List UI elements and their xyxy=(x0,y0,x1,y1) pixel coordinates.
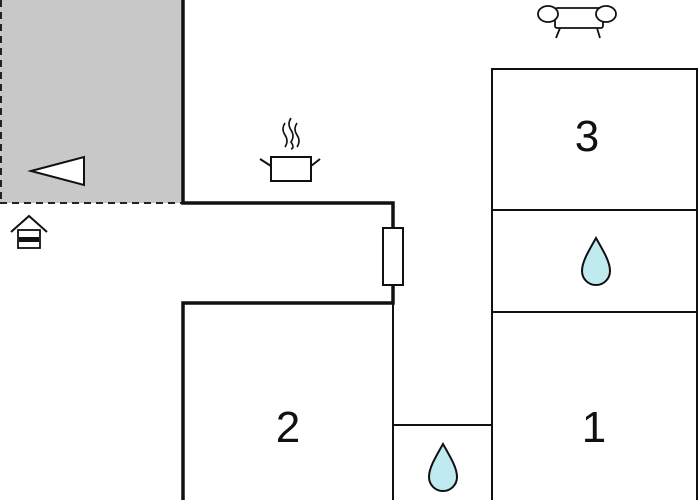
terrace xyxy=(0,0,182,204)
room-label-1: 1 xyxy=(582,403,606,452)
sofa-icon xyxy=(537,5,617,39)
room-label-3: 3 xyxy=(575,112,599,161)
room-label-2: 2 xyxy=(276,403,300,452)
view-direction-icon xyxy=(27,155,85,187)
water-drop-icon xyxy=(580,235,612,286)
cooking-pot-icon xyxy=(259,117,321,182)
radiator-icon xyxy=(382,227,404,286)
water-drop-icon xyxy=(427,441,459,492)
walls xyxy=(181,0,698,500)
house-entrance-icon xyxy=(10,214,48,249)
